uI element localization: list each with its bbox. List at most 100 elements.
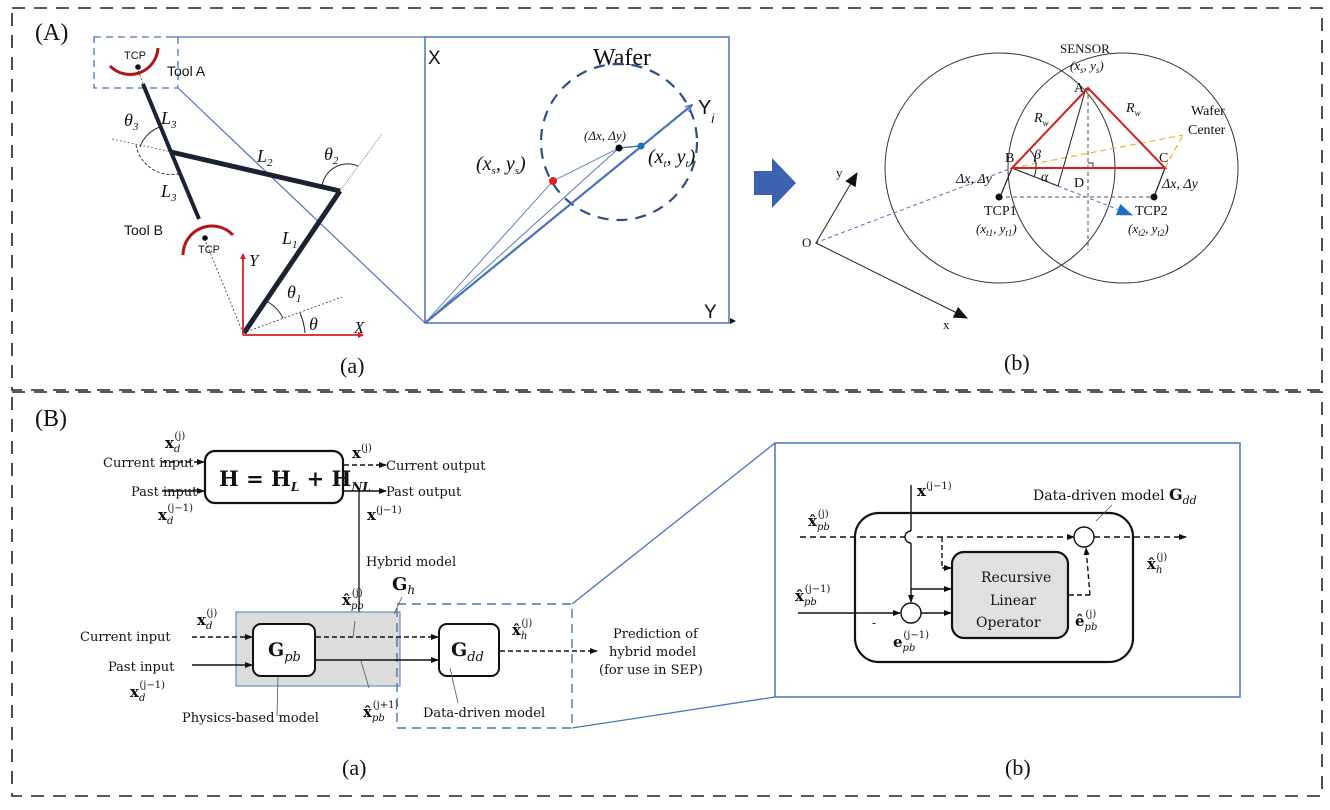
- data-leader: [449, 667, 459, 704]
- l2-label: L2: [256, 146, 273, 169]
- detail-ehat-pb: êpb(j): [1075, 609, 1097, 633]
- detail-x-j1: x(j−1): [917, 481, 952, 500]
- b-xd-j: xd(j): [197, 608, 217, 632]
- sensor-dot: [549, 177, 557, 185]
- robot-arm-diagram: TCP Tool A TCP Tool B X Y L3 L3 L2 L1 θ3…: [93, 36, 426, 378]
- theta1-label: θ1: [287, 282, 301, 305]
- rw-right-label: Rw: [1125, 101, 1141, 118]
- prediction-label-3: (for use in SEP): [599, 663, 703, 678]
- tool-b-gripper: [181, 224, 235, 256]
- zoom-connector-upper: [571, 442, 776, 605]
- wafer-geometry-diagram: SENSOR (xs, ys) A B C D Rw Rw β α Wafer …: [802, 41, 1239, 375]
- theta3-label: θ3: [124, 110, 139, 133]
- past-output-label: Past output: [386, 485, 462, 500]
- sensor-coord: (xs, ys): [1070, 58, 1104, 75]
- tcp1-coord: (xt1, yt1): [976, 221, 1017, 238]
- physics-model-label: Physics-based model: [182, 711, 319, 726]
- transition-arrow: [754, 158, 796, 208]
- wafer-outline: [539, 62, 699, 222]
- construction-line: [111, 138, 173, 153]
- zoom-x-label: X: [428, 48, 441, 69]
- theta-arc: [299, 312, 306, 334]
- offset-tcp-line: [618, 145, 641, 149]
- point-b-label: B: [1005, 151, 1014, 166]
- tool-a-label: Tool A: [167, 63, 206, 79]
- tcp1-dot: [995, 193, 1003, 201]
- tcp-coord-label: (xt, yt): [648, 146, 696, 170]
- origin-to-b-line: [814, 167, 1013, 244]
- sum-junction-bottom: [900, 602, 922, 624]
- construction-line: [339, 133, 383, 192]
- theta3-arc: [139, 126, 161, 148]
- link-l3-upper: [141, 83, 173, 153]
- hybrid-model-diagram: H = HL + HNL Current input Past input Cu…: [80, 431, 776, 780]
- tcp2-dot: [1150, 193, 1158, 201]
- tcp2-coord: (xt2, yt2): [1128, 221, 1169, 238]
- construction-line: [136, 66, 144, 85]
- tcp1-label: TCP1: [984, 204, 1017, 219]
- lens-curve: [1057, 87, 1087, 187]
- subfigure-a-caption: (a): [340, 353, 364, 378]
- tool-a-tcp-label: TCP: [124, 50, 146, 62]
- subfigure-bb-caption: (b): [1005, 755, 1031, 780]
- x-axis-label: X: [353, 318, 365, 337]
- delta-left-label: Δx, Δy: [955, 172, 993, 187]
- link-l3-lower: [169, 151, 201, 220]
- detail-title: Data-driven model Gdd: [1033, 485, 1197, 507]
- xhat-pb-j-label: x̂pb(j): [342, 588, 364, 612]
- physics-leader: [276, 676, 279, 717]
- tcp2-label: TCP2: [1135, 204, 1168, 219]
- subfigure-ba-caption: (a): [342, 755, 366, 780]
- data-driven-model-detail: Recursive Linear Operator Data-driven mo…: [774, 442, 1241, 780]
- b-tcp1-link: [999, 167, 1013, 198]
- y-axis-tick-marker: [730, 318, 736, 324]
- triangle-abc: [1009, 86, 1168, 169]
- theta3-dashed-arc: [135, 144, 179, 176]
- l1-label: L1: [281, 228, 298, 251]
- sensor-vector: [424, 180, 554, 324]
- offset-vector: [424, 147, 620, 324]
- detail-e-pb: epb(j−1): [893, 630, 929, 654]
- xd-j-top: xd(j): [165, 431, 185, 455]
- gh-label: Gh: [392, 574, 415, 597]
- x-j1-label: x(j−1): [367, 505, 402, 524]
- delta-right-label: Δx, Δy: [1161, 177, 1199, 192]
- tool-b-tcp-dot: [202, 235, 208, 241]
- coord-y-label: y: [836, 165, 843, 180]
- crossover-hop: [904, 530, 912, 544]
- minus-sign: -: [872, 616, 876, 630]
- beta-label: β: [1033, 148, 1041, 163]
- coord-origin-label: O: [802, 235, 811, 250]
- gpb-label: Gpb: [268, 639, 301, 665]
- title-leader: [1095, 504, 1113, 522]
- theta2-label: θ2: [324, 144, 339, 167]
- right-angle-marker: [1088, 162, 1094, 168]
- detail-xh-j: x̂h(j): [1147, 552, 1167, 576]
- yi-axis: [424, 105, 692, 324]
- detail-xpb-j: x̂pb(j): [808, 509, 830, 533]
- xpb-leader: [360, 660, 370, 689]
- sensor-offset-line: [552, 147, 620, 182]
- tool-a-gripper: [108, 47, 160, 76]
- gdd-block: [438, 623, 500, 677]
- wafer-zoom-view: X Y Wafer Yi (xs, ys) (Δx, Δy) (xt, yt): [424, 36, 736, 324]
- prediction-label-2: hybrid model: [609, 645, 696, 660]
- tool-a-zoom-box: [93, 36, 179, 89]
- panel-b-label: (B): [35, 406, 67, 432]
- construction-line: [242, 296, 343, 334]
- subfigure-b-caption: (b): [1004, 350, 1030, 375]
- theta-label: θ: [309, 314, 318, 334]
- xhat-pb-j1-label: x̂pb(j+1): [363, 700, 399, 724]
- offset-coord-label: (Δx, Δy): [584, 128, 626, 143]
- coord-x-axis: [815, 242, 968, 319]
- sum-junction-top: [1073, 526, 1095, 548]
- gh-leader: [393, 596, 403, 615]
- wafer-center-label-1: Wafer: [1191, 104, 1225, 119]
- past-input-label: Past input: [131, 485, 198, 500]
- yi-label: Yi: [698, 97, 715, 126]
- coord-x-label: x: [943, 317, 950, 332]
- link-l1: [241, 189, 343, 335]
- tool-b-tcp-label: TCP: [198, 244, 220, 256]
- circle-right: [1007, 52, 1239, 284]
